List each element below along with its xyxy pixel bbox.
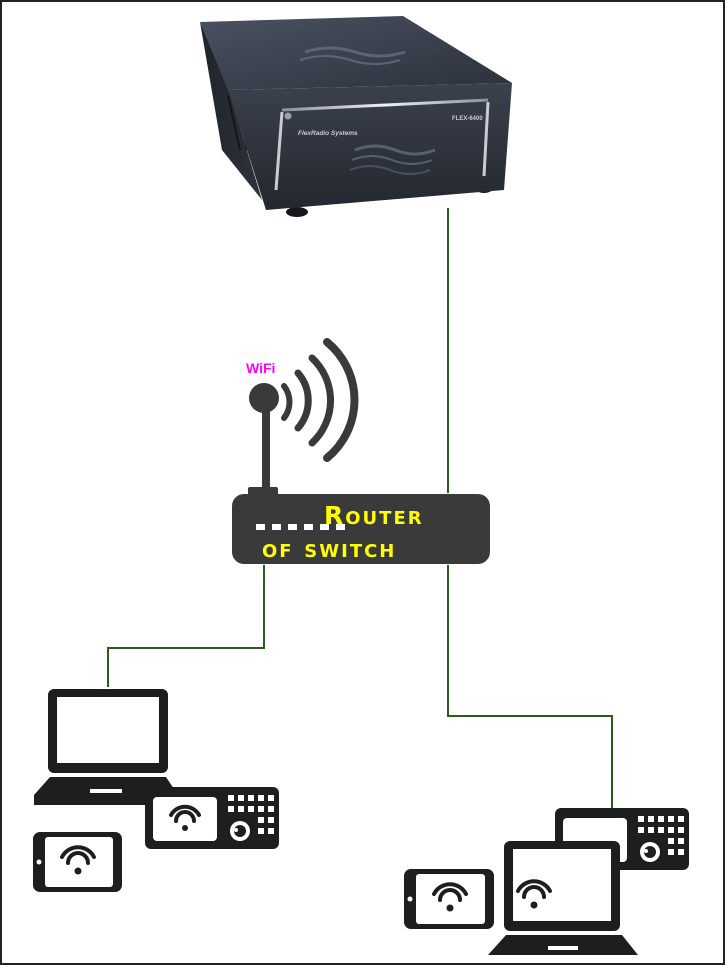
radio-model-label: FLEX-6400: [452, 116, 483, 122]
router-status-lights: [256, 524, 345, 530]
cable-router-to-left-station: [107, 565, 265, 687]
cable-router-to-right-station: [447, 565, 613, 808]
wifi-label: WiFi: [246, 360, 275, 376]
console-wifi-icon: [169, 804, 201, 823]
network-cables: [107, 208, 613, 808]
right-client-station: [404, 808, 689, 955]
tablet-wifi-icon: [432, 882, 468, 902]
laptop-icon: [488, 841, 638, 955]
radio-console-icon: [145, 787, 279, 849]
router-label-line2: of switch: [262, 534, 396, 563]
power-button-icon: [284, 112, 292, 120]
tablet-wifi-icon: [60, 845, 96, 865]
wifi-signal-icon: [281, 338, 359, 462]
antenna-ball: [249, 383, 279, 413]
antenna-mast: [262, 405, 270, 495]
flex-radio-device: FlexRadio Systems FLEX-6400: [200, 16, 512, 217]
left-client-station: [33, 689, 279, 892]
router-body: [232, 494, 490, 564]
radio-brand-label: FlexRadio Systems: [298, 130, 358, 137]
router-label-line1: Router: [324, 501, 424, 530]
router-device: WiFi Router of switch: [232, 338, 490, 564]
laptop-wifi-icon: [516, 879, 552, 899]
tablet-icon: [33, 832, 122, 892]
laptop-icon: [34, 689, 176, 805]
tablet-icon: [404, 869, 494, 929]
